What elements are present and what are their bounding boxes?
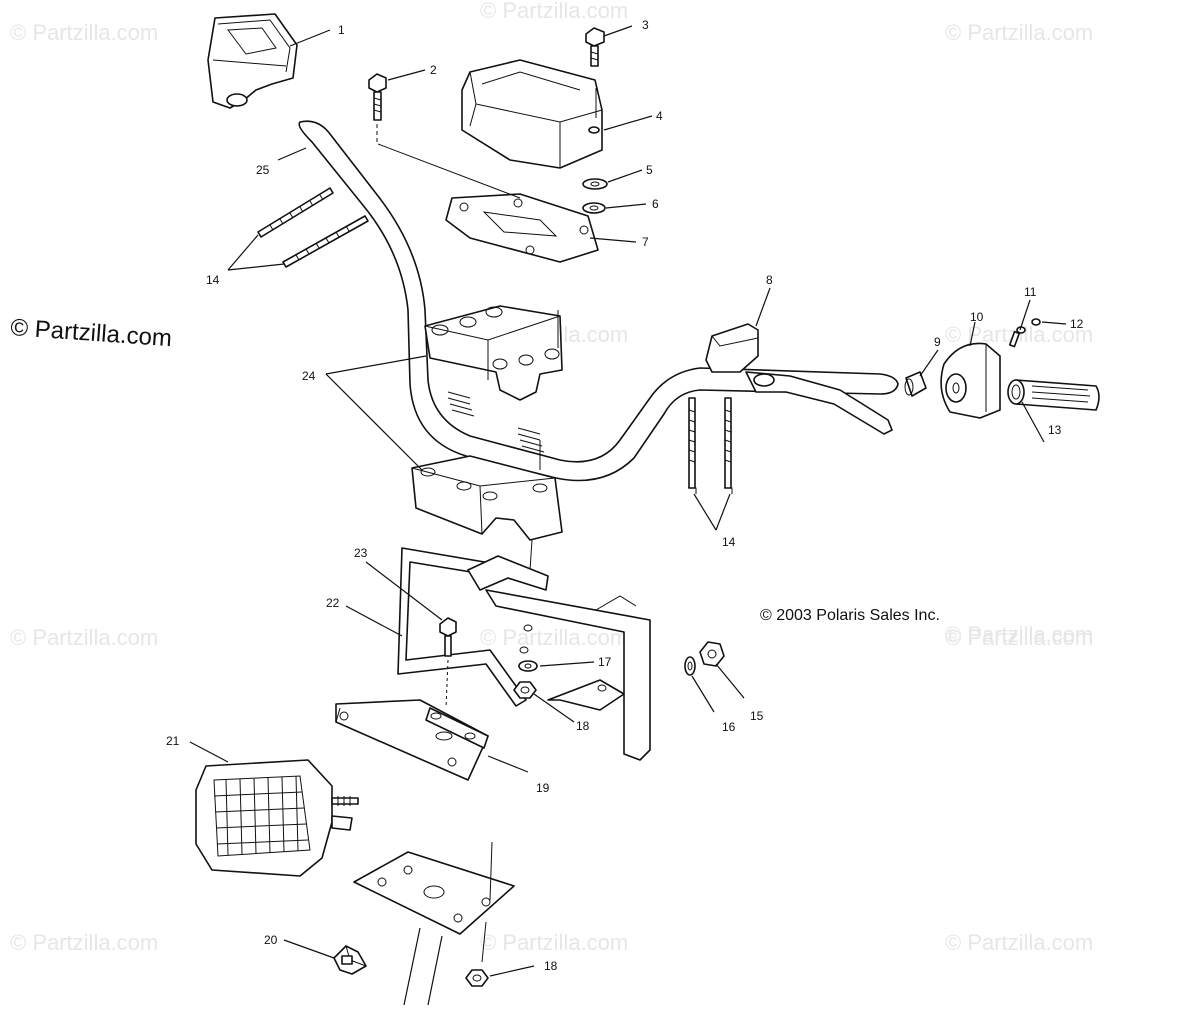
part-24-lower-clamp bbox=[411, 440, 563, 571]
callout-18-upper: 18 bbox=[576, 719, 590, 733]
callout-4: 4 bbox=[656, 109, 663, 123]
part-1-reservoir-housing bbox=[207, 13, 298, 109]
callout-14-upper: 14 bbox=[206, 273, 220, 287]
callout-23: 23 bbox=[354, 546, 368, 560]
callout-16: 16 bbox=[722, 720, 736, 734]
part-23-bolt bbox=[439, 617, 457, 709]
watermark: © Partzilla.com bbox=[10, 625, 158, 650]
watermark: © Partzilla.com bbox=[10, 20, 158, 45]
callout-9: 9 bbox=[934, 335, 941, 349]
part-2-bolt bbox=[368, 73, 387, 145]
part-25-handlebar bbox=[298, 120, 899, 482]
part-16-washer bbox=[684, 656, 696, 676]
watermark-layer: © Partzilla.com © Partzilla.com © Partzi… bbox=[10, 0, 1093, 955]
part-22-headlight-bracket bbox=[397, 547, 651, 761]
leader-lines bbox=[189, 25, 1067, 977]
callout-5: 5 bbox=[646, 163, 653, 177]
callout-11: 11 bbox=[1024, 285, 1037, 299]
callout-2: 2 bbox=[430, 63, 437, 77]
callout-7: 7 bbox=[642, 235, 649, 249]
copyright-text: © 2003 Polaris Sales Inc. bbox=[760, 607, 940, 624]
watermark: © Partzilla.com bbox=[10, 930, 158, 955]
part-20-clip bbox=[333, 945, 367, 975]
callout-18-lower: 18 bbox=[544, 959, 558, 973]
part-19-mounting-plate bbox=[335, 699, 489, 781]
callout-8: 8 bbox=[766, 273, 773, 287]
watermark: © Partzilla.com bbox=[945, 20, 1093, 45]
part-6-lock-washer bbox=[582, 202, 606, 214]
part-21-headlight bbox=[195, 759, 359, 877]
callout-14-middle: 14 bbox=[722, 535, 736, 549]
callout-25: 25 bbox=[256, 163, 270, 177]
callout-12: 12 bbox=[1070, 317, 1084, 331]
watermark: © Partzilla.com bbox=[480, 930, 628, 955]
callout-labels: 1 2 3 4 5 6 7 8 9 10 11 12 13 14 14 15 1… bbox=[166, 18, 1084, 973]
callout-10: 10 bbox=[970, 310, 984, 324]
callout-17: 17 bbox=[598, 655, 612, 669]
callout-1: 1 bbox=[338, 23, 345, 37]
lower-mount-plate bbox=[353, 841, 515, 1006]
callout-13: 13 bbox=[1048, 423, 1062, 437]
part-9-bushing bbox=[904, 371, 927, 397]
part-3-bolt bbox=[585, 27, 605, 67]
part-15-nut bbox=[699, 641, 725, 667]
callout-20: 20 bbox=[264, 933, 278, 947]
callout-22: 22 bbox=[326, 596, 340, 610]
part-18-nut-lower bbox=[465, 969, 489, 987]
part-12-cap bbox=[1031, 318, 1041, 326]
watermark: © Partzilla.com bbox=[480, 625, 628, 650]
main-watermark: © Partzilla.com bbox=[10, 314, 173, 352]
part-5-washer bbox=[582, 178, 608, 190]
part-18-nut-upper bbox=[513, 681, 537, 699]
part-8-brake-lever bbox=[705, 323, 893, 435]
watermark: © Partzilla.com bbox=[945, 622, 1093, 647]
part-14-cable-ties-upper bbox=[257, 187, 369, 268]
callout-15: 15 bbox=[750, 709, 764, 723]
watermark: © Partzilla.com bbox=[945, 625, 1093, 650]
part-24-upper-clamp bbox=[424, 305, 563, 401]
part-14-cable-ties-middle bbox=[688, 397, 733, 494]
callout-21: 21 bbox=[166, 734, 180, 748]
part-13-grip bbox=[1007, 379, 1100, 411]
part-4-handlebar-cover bbox=[461, 59, 603, 169]
part-10-throttle-housing bbox=[940, 342, 1001, 419]
callout-3: 3 bbox=[642, 18, 649, 32]
watermark: © Partzilla.com bbox=[480, 0, 628, 23]
part-17-washer bbox=[518, 660, 538, 672]
callout-6: 6 bbox=[652, 197, 659, 211]
part-11-screw bbox=[1008, 326, 1026, 348]
callout-19: 19 bbox=[536, 781, 550, 795]
part-7-mounting-plate bbox=[377, 143, 599, 263]
callout-24: 24 bbox=[302, 369, 316, 383]
watermark: © Partzilla.com bbox=[945, 930, 1093, 955]
